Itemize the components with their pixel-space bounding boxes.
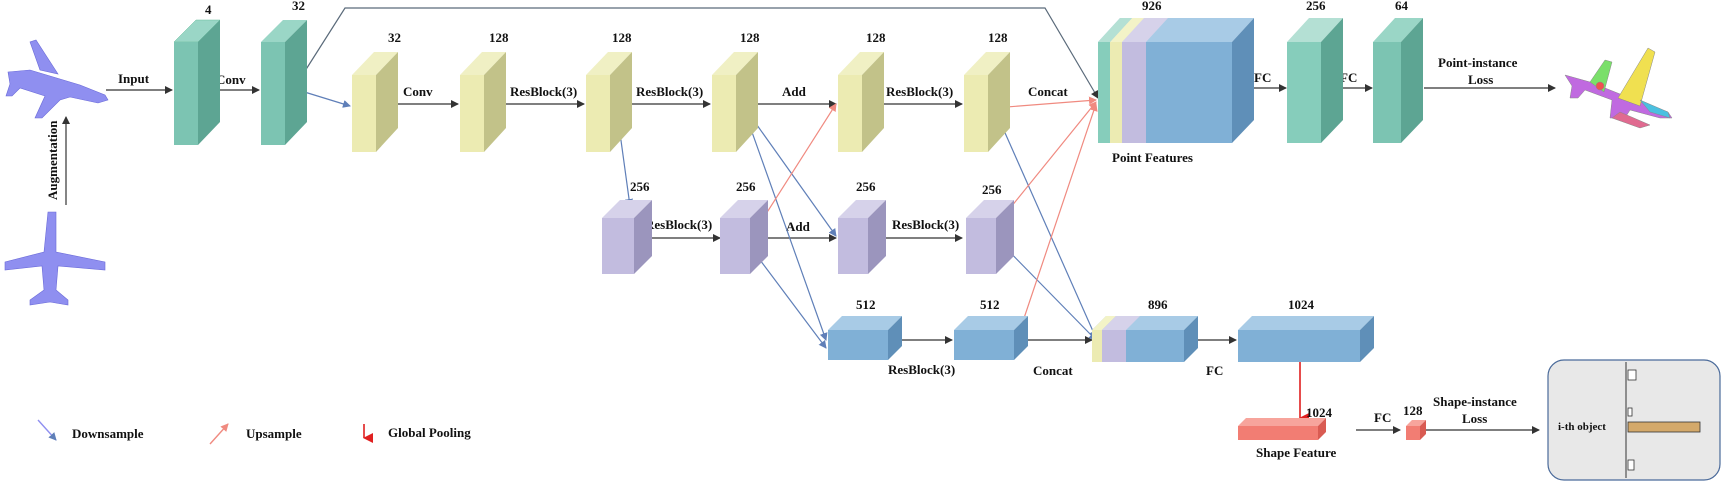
block-32-yellow-label: 32 [388, 30, 401, 45]
block-128-e [964, 52, 1010, 152]
augmentation-label: Augmentation [45, 120, 60, 200]
point-features-caption: Point Features [1112, 150, 1193, 165]
block-256-b-label: 256 [736, 179, 756, 194]
block-1024 [1238, 316, 1374, 362]
block-256-b [720, 200, 768, 274]
upsample-arrow-icon [209, 423, 229, 445]
conv2-label: Conv [403, 84, 433, 99]
block-128-c-label: 128 [740, 30, 760, 45]
legend-upsample: Upsample [246, 426, 302, 441]
airplane-input-icon [5, 39, 109, 119]
block-128-c [712, 52, 758, 152]
block-256-d [966, 200, 1014, 274]
shape-feature-caption: Shape Feature [1256, 445, 1337, 460]
add2-label: Add [786, 219, 811, 234]
block-128-red [1406, 420, 1426, 440]
block-fc-256 [1287, 18, 1343, 143]
downsample-arrow-icon [37, 419, 57, 441]
concat1-label: Concat [1028, 84, 1068, 99]
res1-label: ResBlock(3) [510, 84, 577, 99]
input-label: Input [118, 71, 150, 86]
block-256-a [602, 200, 652, 274]
ith-object-panel [1547, 359, 1721, 481]
point-features-size: 926 [1142, 0, 1162, 13]
block-128-a-label: 128 [489, 30, 509, 45]
block-512-a-label: 512 [856, 297, 876, 312]
fc2-label: FC [1340, 70, 1357, 85]
block-512-b-label: 512 [980, 297, 1000, 312]
block-128-red-label: 128 [1403, 403, 1423, 418]
block-128-e-label: 128 [988, 30, 1008, 45]
legend: Downsample Upsample Global Pooling [37, 419, 471, 445]
block-512-b [954, 316, 1028, 360]
block-128-d-label: 128 [866, 30, 886, 45]
block-256-a-label: 256 [630, 179, 650, 194]
block-4 [173, 19, 221, 145]
point-features-block [1098, 18, 1254, 143]
fc4-label: FC [1374, 410, 1391, 425]
block-896 [1092, 316, 1198, 362]
res3-label: ResBlock(3) [886, 84, 953, 99]
block-128-b-label: 128 [612, 30, 632, 45]
airplane-augmented-icon [4, 211, 106, 306]
block-128-a [460, 52, 506, 152]
block-512-a [828, 316, 902, 360]
add1-label: Add [782, 84, 807, 99]
point-loss-label-2: Loss [1468, 72, 1493, 87]
block-32-teal-label: 32 [292, 0, 305, 13]
block-256-c [838, 200, 886, 274]
block-4-label: 4 [205, 2, 212, 17]
res6-label: ResBlock(3) [888, 362, 955, 377]
res4-label: ResBlock(3) [645, 217, 712, 232]
ith-object-label: i-th object [1558, 421, 1606, 433]
block-256-d-label: 256 [982, 182, 1002, 197]
block-fc-64-label: 64 [1395, 0, 1409, 13]
block-32-yellow [352, 52, 398, 152]
fc1-label: FC [1254, 70, 1271, 85]
fc3-label: FC [1206, 363, 1223, 378]
conv1-label: Conv [216, 72, 246, 87]
point-loss-label-1: Point-instance [1438, 55, 1518, 70]
shape-feature-size: 1024 [1306, 405, 1333, 420]
shape-loss-label-1: Shape-instance [1433, 394, 1517, 409]
airplane-output-icon [1564, 47, 1673, 129]
block-fc-256-label: 256 [1306, 0, 1326, 13]
block-896-label: 896 [1148, 297, 1168, 312]
shape-feature-block [1238, 418, 1326, 440]
block-256-c-label: 256 [856, 179, 876, 194]
block-128-d [838, 52, 884, 152]
concat2-label: Concat [1033, 363, 1073, 378]
res2-label: ResBlock(3) [636, 84, 703, 99]
block-1024-label: 1024 [1288, 297, 1315, 312]
block-128-b [586, 52, 632, 152]
legend-pooling: Global Pooling [388, 425, 471, 440]
block-fc-64 [1373, 18, 1423, 143]
res5-label: ResBlock(3) [892, 217, 959, 232]
legend-downsample: Downsample [72, 426, 144, 441]
block-32-teal [261, 20, 307, 145]
shape-loss-label-2: Loss [1462, 411, 1487, 426]
